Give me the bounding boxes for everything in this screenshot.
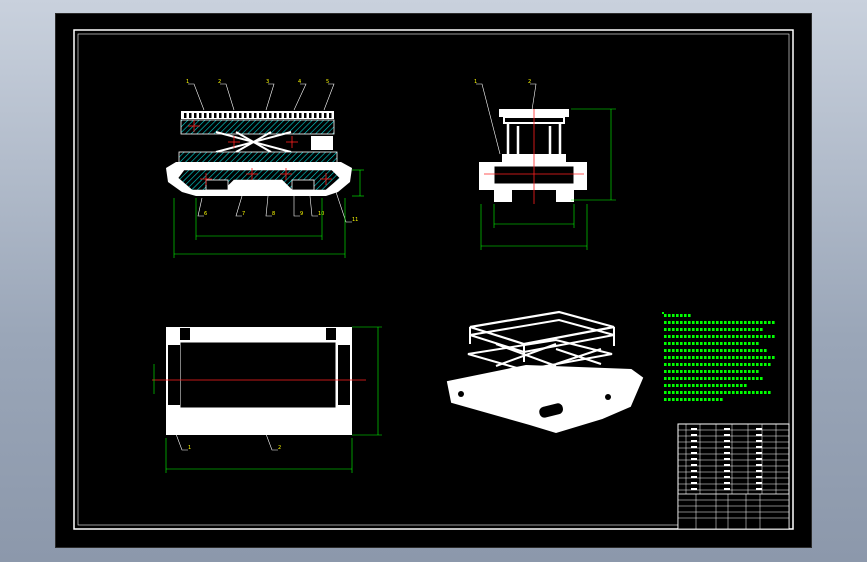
svg-text:7: 7 [242, 211, 245, 217]
svg-text:1: 1 [474, 79, 477, 85]
svg-text:10: 10 [318, 211, 324, 217]
svg-text:6: 6 [204, 211, 207, 217]
front-balloons-top: 1 2 3 4 5 [186, 79, 329, 85]
inner-sheet-border [77, 33, 790, 526]
technical-notes [662, 312, 775, 401]
front-center-marks [188, 120, 332, 185]
svg-text:2: 2 [278, 445, 281, 451]
top-dimensions [153, 326, 382, 473]
top-leaders [175, 433, 278, 451]
isometric-view[interactable] [446, 310, 644, 434]
svg-text:4: 4 [298, 79, 301, 85]
svg-text:8: 8 [272, 211, 275, 217]
side-mast [506, 124, 562, 154]
svg-text:1: 1 [186, 79, 189, 85]
svg-text:2: 2 [218, 79, 221, 85]
front-leaders-bottom [197, 191, 352, 223]
outer-sheet-border [73, 29, 794, 530]
front-leaders-top [188, 83, 335, 111]
scissor-linkage [215, 131, 292, 153]
svg-text:5: 5 [326, 79, 329, 85]
platform-rail-slats [184, 113, 332, 118]
iso-track-body [446, 364, 644, 434]
svg-text:9: 9 [300, 211, 303, 217]
platform-hatched-frame [180, 119, 335, 135]
front-dimensions [173, 169, 364, 258]
platform-top-plate [181, 111, 334, 119]
svg-text:2: 2 [528, 79, 531, 85]
front-section-view[interactable]: 1 2 3 4 5 6 7 8 9 10 11 [166, 79, 364, 258]
svg-text:11: 11 [352, 217, 358, 223]
front-balloons-bottom: 6 7 8 9 10 11 [204, 211, 358, 223]
side-dimensions [480, 108, 616, 250]
svg-text:3: 3 [266, 79, 269, 85]
svg-text:1: 1 [188, 445, 191, 451]
side-leaders [476, 83, 537, 155]
drive-motor-block [311, 136, 333, 150]
title-block [677, 423, 790, 530]
